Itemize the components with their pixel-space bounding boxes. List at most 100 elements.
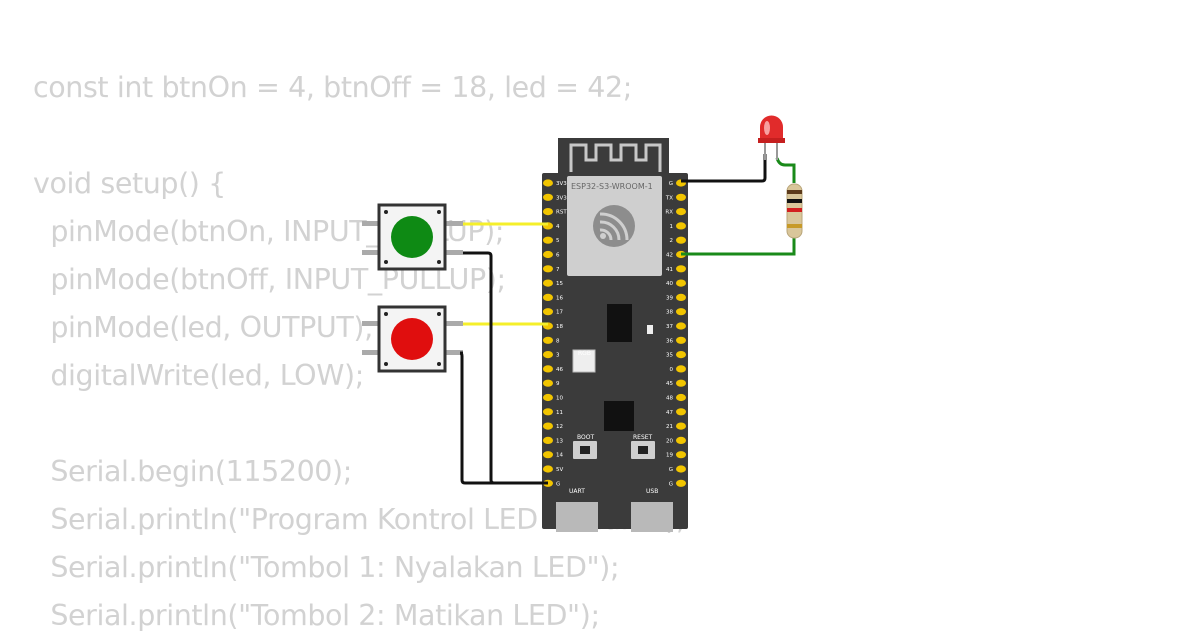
left-pin-pad[interactable]	[543, 293, 553, 301]
right-pin-label: TX	[665, 195, 673, 201]
code-line: Serial.println("Tombol 2: Matikan LED");	[33, 599, 600, 632]
left-pin-label: 16	[556, 295, 563, 301]
left-pin-label: 18	[556, 324, 563, 330]
right-pin-label: 42	[666, 253, 673, 259]
uart-label: UART	[569, 488, 585, 495]
code-line: Serial.begin(115200);	[33, 455, 352, 488]
left-pin-pad[interactable]	[543, 465, 553, 473]
left-pin-pad[interactable]	[543, 336, 553, 344]
left-pin-pad[interactable]	[543, 436, 553, 444]
red-led[interactable]	[758, 115, 785, 161]
right-pin-pad[interactable]	[676, 422, 686, 430]
right-pin-label: 35	[666, 353, 673, 359]
right-pin-label: 21	[666, 424, 673, 430]
right-pin-label: G	[669, 481, 673, 487]
boot-button-cap	[580, 446, 590, 454]
right-pin-label: 19	[666, 453, 673, 459]
code-line: void setup() {	[33, 167, 226, 200]
right-pin-pad[interactable]	[676, 293, 686, 301]
right-pin-pad[interactable]	[676, 336, 686, 344]
right-pin-pad[interactable]	[676, 222, 686, 230]
boot-label: BOOT	[577, 434, 594, 441]
module-label: ESP32-S3-WROOM-1	[571, 182, 653, 191]
left-pin-pad[interactable]	[543, 265, 553, 273]
right-pin-label: 36	[666, 338, 673, 344]
usb-uart-chip	[607, 304, 632, 342]
right-pin-pad[interactable]	[676, 279, 686, 287]
left-pin-pad[interactable]	[543, 279, 553, 287]
left-pin-pad[interactable]	[543, 379, 553, 387]
wire-led-gnd[interactable]	[681, 154, 767, 183]
left-pin-label: 10	[556, 396, 563, 402]
left-pin-pad[interactable]	[543, 365, 553, 373]
right-pin-pad[interactable]	[676, 193, 686, 201]
left-pin-label: 8	[556, 338, 560, 344]
right-pin-label: 38	[666, 310, 673, 316]
right-pin-label: 45	[666, 381, 673, 387]
wire-btn-off-gnd[interactable]	[459, 351, 548, 485]
left-pin-pad[interactable]	[543, 308, 553, 316]
left-pin-label: 46	[556, 367, 563, 373]
pushbutton-off[interactable]	[362, 305, 463, 373]
antenna-trace	[569, 143, 662, 172]
code-line: const int btnOn = 4, btnOff = 18, led = …	[33, 71, 632, 104]
left-pin-label: 3V3	[556, 181, 567, 187]
right-pin-pad[interactable]	[676, 393, 686, 402]
uart-usb-port	[556, 502, 598, 532]
pushbutton-on[interactable]	[362, 203, 463, 271]
right-pin-label: 47	[666, 410, 673, 416]
left-pin-label: 12	[556, 424, 563, 430]
right-pin-pad[interactable]	[676, 379, 686, 387]
smd-component	[647, 325, 653, 334]
left-pin-pad[interactable]	[543, 408, 553, 416]
right-pin-pad[interactable]	[676, 451, 686, 459]
right-pin-pad[interactable]	[676, 408, 686, 416]
right-pin-pad[interactable]	[676, 208, 686, 216]
left-pin-label: RST	[556, 210, 567, 216]
left-pin-pad[interactable]	[543, 393, 553, 402]
esp32-s3-board[interactable]: ESP32-S3-WROOM-1 RGB BOOT RESET UART USB…	[542, 138, 688, 532]
left-pin-label: 5	[556, 238, 560, 244]
rgb-led	[572, 349, 596, 373]
right-pin-pad[interactable]	[676, 265, 686, 273]
left-pin-label: 7	[556, 267, 560, 273]
right-pin-pad[interactable]	[676, 308, 686, 316]
left-pin-pad[interactable]	[543, 422, 553, 430]
button-cap-red[interactable]	[391, 318, 433, 360]
rgb-label: RGB	[578, 350, 591, 357]
right-pin-pad[interactable]	[676, 479, 686, 487]
button-cap-green[interactable]	[391, 216, 433, 258]
left-pin-label: 11	[556, 410, 563, 416]
right-pin-pad[interactable]	[676, 236, 686, 244]
right-pin-label: 40	[666, 281, 673, 287]
resistor[interactable]	[786, 183, 803, 239]
right-pin-pad[interactable]	[676, 465, 686, 473]
left-pin-pad[interactable]	[543, 179, 553, 187]
left-pin-label: 3V3	[556, 195, 567, 201]
right-pin-pad[interactable]	[676, 436, 686, 444]
right-pin-pad[interactable]	[676, 322, 686, 330]
left-pin-label: 4	[556, 224, 560, 230]
left-pin-pad[interactable]	[543, 193, 553, 201]
left-pin-pad[interactable]	[543, 236, 553, 244]
right-pin-label: 2	[670, 238, 674, 244]
wire-led-resistor[interactable]	[775, 157, 796, 183]
left-pin-label: 6	[556, 253, 560, 259]
right-pin-pad[interactable]	[676, 351, 686, 359]
right-pin-label: 39	[666, 295, 673, 301]
right-pin-label: 1	[670, 224, 674, 230]
left-pin-pad[interactable]	[543, 250, 553, 259]
right-pin-label: RX	[665, 210, 673, 216]
left-pin-pad[interactable]	[543, 351, 553, 359]
right-pin-pad[interactable]	[676, 365, 686, 373]
code-line: digitalWrite(led, LOW);	[33, 359, 364, 392]
wire-btn-on-gnd[interactable]	[463, 251, 548, 485]
wire-led-gpio42[interactable]	[681, 236, 796, 256]
left-pin-pad[interactable]	[543, 451, 553, 459]
right-pin-label: 0	[670, 367, 674, 373]
left-pin-pad[interactable]	[543, 208, 553, 216]
right-pin-label: 48	[666, 396, 673, 402]
code-line: pinMode(led, OUTPUT);	[33, 311, 374, 344]
